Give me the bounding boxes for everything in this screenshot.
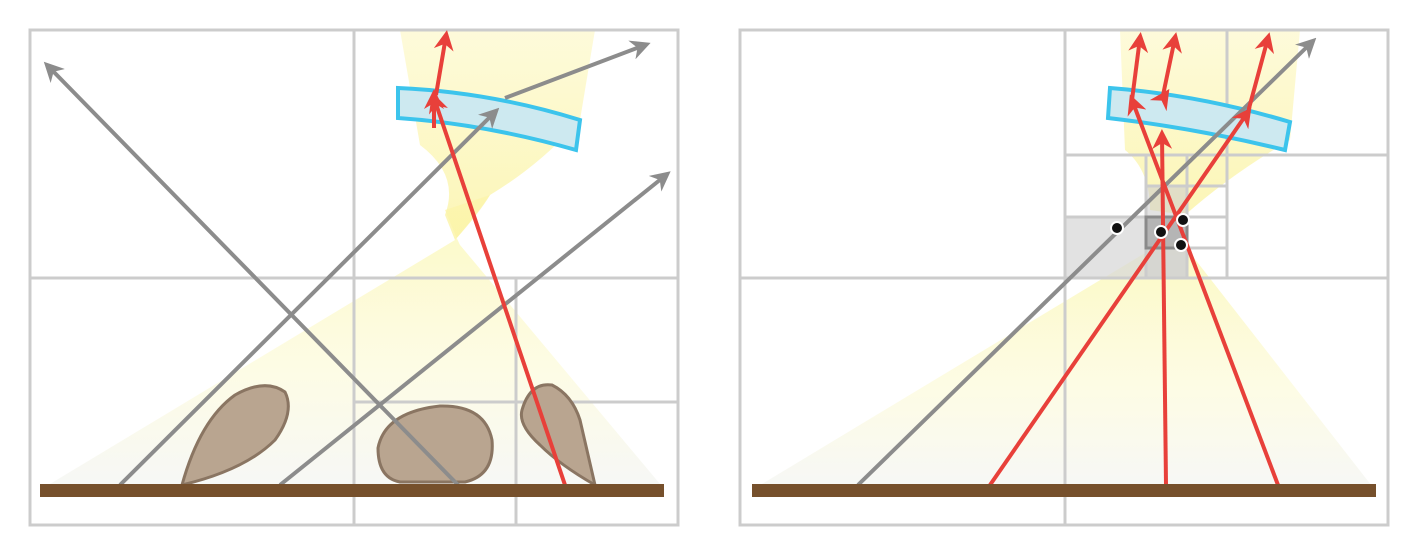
red-ray-segment	[433, 30, 454, 96]
red-ray-segment	[429, 92, 567, 486]
red-ray-segment	[1160, 32, 1182, 101]
sample-point	[1174, 238, 1188, 252]
leaf	[179, 384, 290, 488]
right-panel	[738, 28, 1390, 527]
red-ray-segment	[1127, 94, 1280, 486]
red-ray-segment	[1246, 32, 1275, 113]
gray-ray	[504, 40, 651, 100]
gray-rays	[43, 40, 671, 487]
sample-points	[1110, 213, 1190, 252]
gray-ray	[43, 61, 460, 487]
sample-point	[1176, 213, 1190, 227]
red-ray-segment	[988, 107, 1252, 487]
left-panel	[28, 28, 680, 527]
ground	[752, 484, 1376, 497]
grid	[28, 28, 680, 527]
grid-fine	[1144, 215, 1189, 250]
red-ray	[424, 30, 567, 486]
gray-ray	[278, 171, 671, 487]
red-ray-segment	[1152, 129, 1173, 486]
ground	[40, 484, 664, 497]
red-rays	[988, 32, 1280, 487]
gray-ray	[118, 107, 500, 487]
sample-point	[1154, 225, 1168, 239]
red-ray-segment	[1128, 32, 1149, 101]
sample-point	[1110, 221, 1124, 235]
grid-cell-dark	[1144, 215, 1189, 250]
leaf	[376, 404, 494, 484]
